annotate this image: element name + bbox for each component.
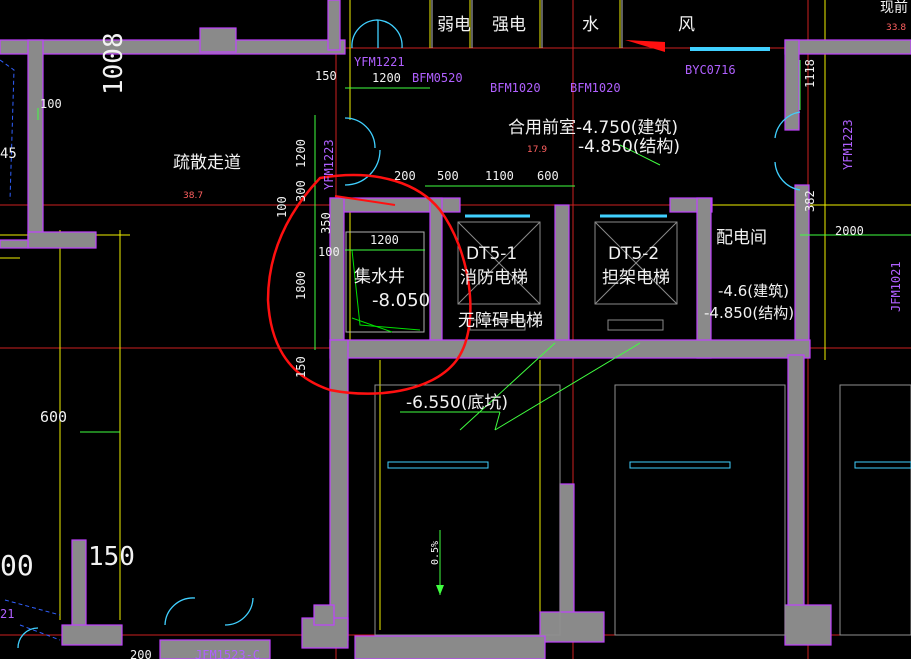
door-tag-yfm1223-left: YFM1223 (322, 139, 336, 190)
room-label-peidian: 配电间 (716, 228, 767, 248)
topright-area: 33.8 (886, 23, 906, 33)
slope-label: 0.5% (430, 541, 441, 565)
fire-damper-icon (625, 40, 665, 52)
dim-382: 382 (803, 190, 817, 212)
vent-louver (690, 47, 770, 51)
dim-1100: 1100 (485, 169, 514, 183)
door-tag-jfm1523: JFM1523-C (195, 648, 260, 659)
shusan-area: 38.7 (183, 191, 203, 201)
dim-1200-sump: 1200 (370, 233, 399, 247)
qianshi-area: 17.9 (527, 145, 547, 155)
lower-rooms (374, 384, 911, 636)
dim-1118: 1118 (803, 59, 817, 88)
dim-1008: 1008 (99, 32, 129, 95)
dim-1200-top: 1200 (372, 71, 401, 85)
lower-louvers (387, 461, 911, 469)
dim-500: 500 (437, 169, 459, 183)
sump-pit (345, 231, 425, 333)
dim-600-top: 600 (537, 169, 559, 183)
doors (17, 19, 801, 649)
dim-150-v: 150 (294, 356, 308, 378)
qianshi-elev-struct: -4.850(结构) (578, 137, 680, 157)
highlight-stroke (334, 195, 396, 206)
dim-1200-v: 1200 (294, 139, 308, 168)
dim-200-bottom: 200 (130, 648, 152, 659)
top-partitions (431, 0, 623, 48)
dim-45: 45 (0, 146, 17, 162)
room-label-feng: 风 (678, 15, 695, 35)
room-label-jishuijing: 集水井 (354, 267, 405, 287)
elevator2-name: 担架电梯 (602, 268, 670, 288)
dim-200: 200 (394, 169, 416, 183)
door-tag-bfm0520: BFM0520 (412, 71, 463, 85)
room-label-shusan: 疏散走道 (173, 153, 241, 173)
dim-150-low: 150 (88, 542, 135, 572)
dikeng-elev: -6.550(底坑) (406, 393, 508, 413)
room-label-qiangdian: 强电 (492, 15, 526, 35)
door-tag-bfm1020-a: BFM1020 (490, 81, 541, 95)
dim-300: 300 (294, 180, 308, 202)
dashed-lines (0, 59, 61, 641)
elevator2-code: DT5-2 (608, 244, 659, 264)
dimension-lines (37, 60, 911, 595)
door-tag-byc0716: BYC0716 (685, 63, 736, 77)
door-tag-yfm1221: YFM1221 (354, 55, 405, 69)
room-label-shui: 水 (582, 15, 599, 35)
elevator-shafts (457, 221, 678, 331)
door-tag-yfm1223-right: YFM1223 (841, 119, 855, 170)
dim-150-top: 150 (315, 69, 337, 83)
door-tag-jfm1021: JFM1021 (889, 261, 903, 312)
peidian-elev-arch: -4.6(建筑) (718, 282, 789, 300)
door-tag-left: 21 (0, 607, 14, 621)
peidian-elev-struct: -4.850(结构) (704, 304, 794, 322)
dim-100-left: 100 (40, 97, 62, 111)
door-tag-bfm1020-b: BFM1020 (570, 81, 621, 95)
dim-100-mid: 100 (275, 196, 289, 218)
slope-arrow (436, 585, 444, 595)
qianshi-elev-arch: -4.750(建筑) (576, 118, 678, 138)
jishuijing-elev: -8.050 (372, 290, 430, 311)
room-label-topright: 现前 (880, 0, 908, 16)
room-label-qianshi: 合用前室 (508, 118, 576, 138)
dim-350: 350 (319, 212, 333, 234)
dim-1800: 1800 (294, 271, 308, 300)
dim-100-sump: 100 (318, 245, 340, 259)
elevator1-code: DT5-1 (466, 244, 517, 264)
dim-00-left: 00 (0, 549, 34, 582)
elevator1-name2: 无障碍电梯 (458, 311, 543, 331)
highlight-circle (266, 173, 472, 395)
room-label-ruodian: 弱电 (437, 15, 471, 35)
dim-600-left: 600 (40, 408, 67, 426)
dim-2000: 2000 (835, 224, 864, 238)
elevator1-name: 消防电梯 (460, 268, 528, 288)
